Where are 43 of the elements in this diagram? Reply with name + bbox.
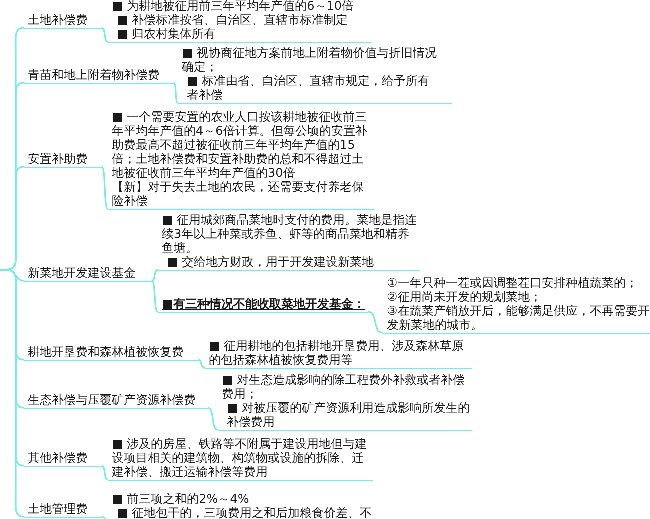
bullet-text: ■ 涉及的房屋、铁路等不附属于建设用地但与建设项目相关的建筑物、构筑物或设施的拆除、迁建补偿、搬迁运输补偿等费用: [112, 437, 368, 479]
bullet-text: ■ 征用耕地的包括耕地开垦费用、涉及森林草原的包括森林植被恢复费用等: [209, 339, 466, 367]
bullet-text: ■ 对被压覆的矿产资源利用造成影响所发生的补偿费用: [227, 401, 472, 429]
branch-line: [102, 27, 108, 43]
branch-node: [108, 110, 375, 210]
branch-line: [198, 359, 206, 369]
bullet-text: ■ 补偿标准按省、自治区、直辖市标准制定: [117, 13, 350, 27]
branch-node: [383, 276, 650, 334]
bullet-text: ■ 对生态造成影响的除工程费外补救或者补偿费用；: [222, 373, 466, 401]
branch-node: [158, 213, 420, 271]
bullet-text: ■ 视协商征地方案前地上附着物价值与折旧情况确定；: [182, 46, 438, 74]
branch-line: [173, 82, 179, 104]
branch-node: [218, 373, 472, 431]
bullet-text: ■ 一个需要安置的农业人口按该耕地被征收前三年平均年产值的4～6倍计算。但每公顷的安置补助费最高不超过被征收前三年平均年产值的15倍；土地补偿费和安置补助费的总和不得超过土地被征收前三年平均年产值的30倍: [112, 110, 368, 180]
list-item: ②征用尚未开发的规划菜地；: [387, 290, 543, 304]
bullet-text: ■有三种情况不能收取菜地开发基金：: [162, 297, 366, 311]
branch-node: [178, 46, 452, 104]
branch-line: [102, 465, 108, 481]
branch-line: [102, 516, 108, 519]
bullet-text: ■ 前三项之和的2%～4%: [112, 492, 250, 506]
branch-line: [151, 280, 159, 313]
branch-line: [208, 407, 218, 431]
note-text: 【新】对于失去土地的农民，还需要支付养老保险补偿: [112, 180, 365, 208]
list-item: ①一年只种一茬或因调整茬口安排种植蔬菜的；: [387, 276, 639, 290]
topic-label: 新菜地开发建设基金: [24, 266, 152, 282]
bullet-text: ■ 标准由省、自治区、直辖市规定，给予所有者补偿: [187, 74, 432, 102]
branch-node: [108, 0, 372, 43]
branch-line: [368, 311, 384, 334]
bullet-text: ■ 为耕地被征用前三年平均年产值的6～10倍: [112, 0, 356, 13]
topic-label: 土地补偿费: [24, 13, 102, 29]
branch-line: [152, 269, 158, 282]
topic-label: 土地管理费: [24, 502, 102, 518]
topic-label: 安置补助费: [24, 152, 102, 168]
bullet-text: ■ 归农村集体所有: [117, 27, 218, 41]
bullet-text: ■ 征地包干的，三项费用之和后加粮食价差、不: [117, 506, 374, 519]
topic-label: 青苗和地上附着物补偿费: [24, 68, 174, 84]
topic-label: 耕地开垦费和森林植被恢复费: [24, 345, 198, 361]
list-item: ③在蔬菜产销放开后，能够满足供应，不再需要开发新菜地的城市。: [387, 304, 650, 332]
bullet-text: ■ 交给地方财政，用于开发建设新菜地: [167, 255, 376, 269]
bullet-text: ■ 征用城郊商品菜地时支付的费用。菜地是指连续3年以上种菜或养鱼、虾等的商品菜地和精养鱼塘。: [162, 213, 418, 255]
branch-line: [101, 166, 109, 210]
topic-label: 生态补偿与压覆矿产资源补偿费: [24, 393, 208, 409]
topic-label: 其他补偿费: [24, 451, 102, 467]
